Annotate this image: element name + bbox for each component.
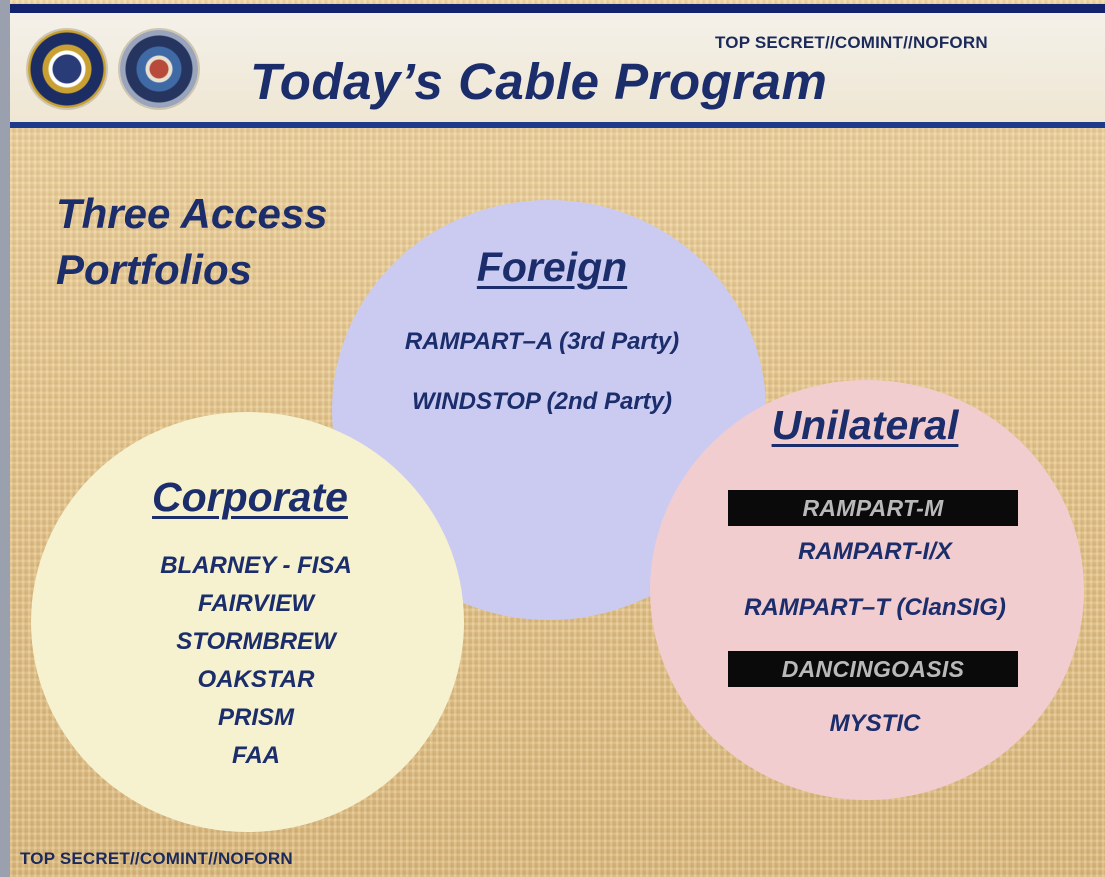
nsa-seal-icon [28, 30, 106, 108]
unilateral-item: RAMPART–T (ClanSIG) [744, 594, 1006, 621]
unilateral-heading: Unilateral [771, 402, 959, 448]
foreign-item: RAMPART–A (3rd Party) [404, 328, 680, 355]
unilateral-circle [650, 380, 1084, 800]
subtitle: Three Access Portfolios [56, 186, 396, 298]
unilateral-item: MYSTIC [829, 710, 921, 737]
foreign-item: WINDSTOP (2nd Party) [411, 388, 673, 415]
subtitle-line-1: Three Access [56, 190, 328, 237]
css-seal-icon [120, 30, 198, 108]
unilateral-item: RAMPART-I/X [798, 538, 952, 565]
corporate-item: FAIRVIEW [197, 590, 314, 617]
corporate-item: FAA [232, 742, 280, 769]
corporate-circle [31, 412, 464, 832]
subtitle-line-2: Portfolios [56, 246, 252, 293]
header-rule [10, 122, 1105, 128]
page-title: Today’s Cable Program [250, 53, 828, 110]
top-bar [10, 4, 1105, 13]
classification-bottom: TOP SECRET//COMINT//NOFORN [20, 849, 293, 868]
classification-top: TOP SECRET//COMINT//NOFORN [715, 33, 988, 52]
foreign-heading: Foreign [476, 244, 628, 290]
redaction-bar-item: DANCINGOASIS [728, 651, 1018, 687]
corporate-item: BLARNEY - FISA [160, 552, 352, 579]
corporate-item: OAKSTAR [197, 666, 315, 693]
corporate-item: PRISM [217, 704, 294, 731]
corporate-item: STORMBREW [176, 628, 336, 655]
corporate-heading: Corporate [152, 474, 348, 520]
redaction-bar-item: RAMPART-M [728, 490, 1018, 526]
slide: TOP SECRET//COMINT//NOFORN Today’s Cable… [10, 0, 1105, 877]
